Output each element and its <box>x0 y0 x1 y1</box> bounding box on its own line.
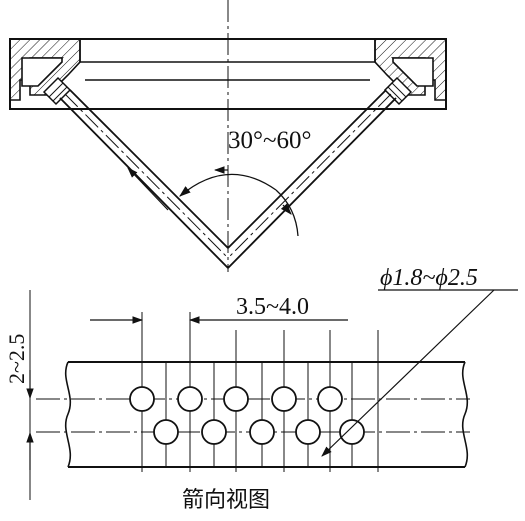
hole <box>249 419 275 445</box>
upper-hole-row <box>129 386 343 412</box>
right-channel <box>392 57 434 87</box>
hole <box>153 419 179 445</box>
left-channel <box>21 57 63 87</box>
spray-jets <box>59 89 397 269</box>
hole <box>339 419 365 445</box>
ring-section <box>9 0 447 272</box>
diameter-leader: ϕ1.8~ϕ2.5 <box>321 265 518 457</box>
hole <box>177 386 203 412</box>
right-break-line <box>461 361 469 468</box>
pitch-range-label: 3.5~4.0 <box>236 294 309 320</box>
hole <box>271 386 297 412</box>
row-spacing-label: 2~2.5 <box>4 334 29 384</box>
view-caption: 箭向视图 <box>182 488 270 513</box>
jet-direction-arrow <box>127 167 169 211</box>
lower-hole-row <box>153 419 365 445</box>
left-break-line <box>64 361 72 468</box>
angle-range-label: 30°~60° <box>228 127 312 154</box>
pitch-dimension: 3.5~4.0 <box>90 294 348 324</box>
hole <box>317 386 343 412</box>
angle-dimension: 30°~60° <box>179 127 312 237</box>
hole <box>129 386 155 412</box>
hole <box>201 419 227 445</box>
hole <box>295 419 321 445</box>
arrow-view: 3.5~4.0 2~2.5 ϕ1.8~ϕ2.5 箭向视图 <box>4 265 518 513</box>
hole-diameter-label: ϕ1.8~ϕ2.5 <box>380 265 478 291</box>
hole <box>223 386 249 412</box>
row-spacing-dimension: 2~2.5 <box>4 290 34 500</box>
hole-extension-lines <box>141 312 379 472</box>
